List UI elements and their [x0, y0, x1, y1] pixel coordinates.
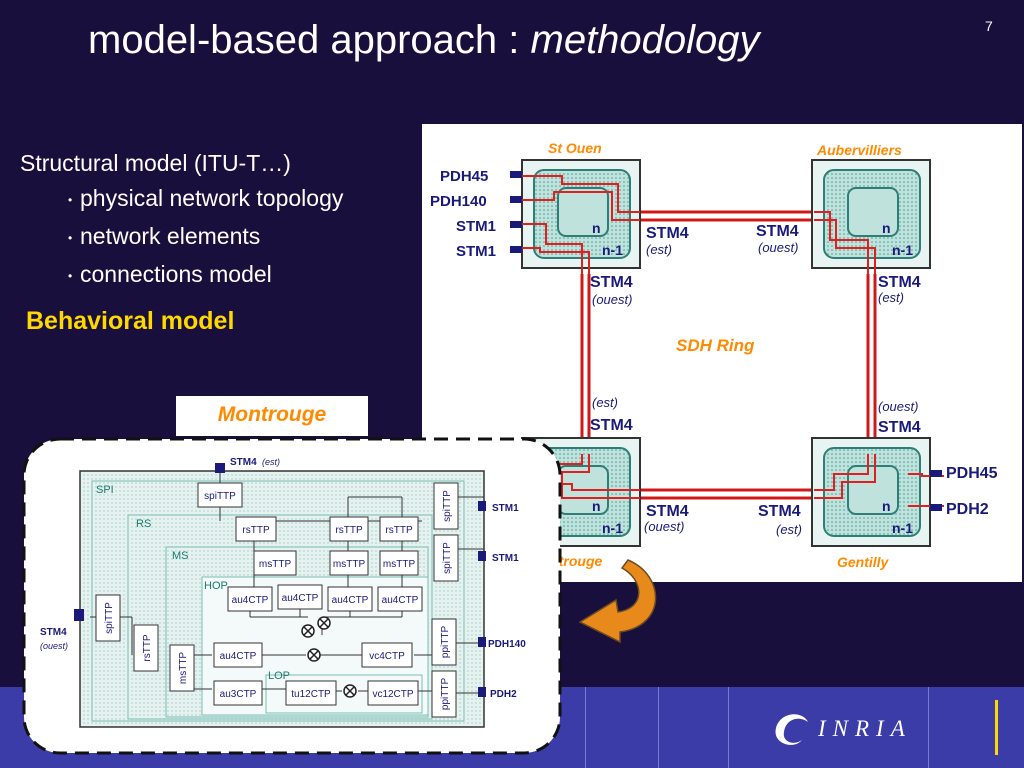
svg-text:STM4: STM4 [230, 457, 257, 468]
behavioral-model-heading: Behavioral model [26, 307, 235, 335]
list-item: •physical network topology [20, 180, 343, 218]
svg-text:(est): (est) [646, 242, 672, 257]
svg-text:au4CTP: au4CTP [332, 595, 369, 606]
svg-text:STM4: STM4 [646, 503, 689, 520]
svg-text:(est): (est) [776, 522, 802, 537]
svg-text:vc4CTP: vc4CTP [369, 651, 405, 662]
svg-text:au4CTP: au4CTP [220, 651, 257, 662]
svg-text:PDH45: PDH45 [440, 168, 488, 185]
svg-text:vc12CTP: vc12CTP [372, 689, 413, 700]
structural-heading: Structural model (ITU-T…) [20, 150, 291, 176]
svg-text:(est): (est) [878, 290, 904, 305]
svg-text:spiTTP: spiTTP [442, 542, 453, 574]
slide-number: 7 [985, 18, 993, 34]
svg-text:spiTTP: spiTTP [442, 490, 453, 522]
svg-text:tu12CTP: tu12CTP [291, 689, 331, 700]
svg-text:PDH45: PDH45 [946, 465, 998, 482]
svg-text:n: n [592, 220, 601, 236]
svg-text:au4CTP: au4CTP [282, 593, 319, 604]
zoom-arrow-icon [578, 559, 657, 644]
svg-text:STM1: STM1 [456, 243, 496, 260]
svg-text:(ouest): (ouest) [878, 399, 918, 414]
svg-text:PDH2: PDH2 [946, 501, 989, 518]
svg-text:(ouest): (ouest) [758, 240, 798, 255]
svg-text:SPI: SPI [96, 484, 114, 496]
svg-text:rsTTP: rsTTP [385, 525, 413, 536]
footer-divider [928, 687, 929, 768]
svg-text:n-1: n-1 [892, 242, 913, 258]
bullet-icon: • [68, 192, 73, 207]
svg-text:PDH140: PDH140 [488, 639, 526, 650]
svg-text:rsTTP: rsTTP [242, 525, 270, 536]
svg-text:msTTP: msTTP [333, 559, 366, 570]
svg-text:n: n [882, 220, 891, 236]
network-element-detail: SPI RS MS HOP LOP [22, 437, 562, 755]
node-aubervilliers: n n-1 [811, 159, 931, 269]
svg-text:STM4: STM4 [758, 503, 801, 520]
svg-text:(ouest): (ouest) [40, 641, 68, 651]
svg-text:(ouest): (ouest) [644, 519, 684, 534]
svg-text:n-1: n-1 [892, 520, 913, 536]
structural-model-list: Structural model (ITU-T…) •physical netw… [20, 146, 343, 294]
svg-text:au4CTP: au4CTP [382, 595, 419, 606]
footer-divider [585, 687, 586, 768]
svg-text:STM1: STM1 [456, 218, 496, 235]
svg-text:spiTTP: spiTTP [104, 602, 115, 634]
svg-text:(ouest): (ouest) [592, 292, 632, 307]
svg-text:STM4: STM4 [590, 417, 633, 434]
inria-logo-text: INRIA [818, 716, 912, 741]
node-st-ouen: n n-1 [521, 159, 641, 269]
svg-text:n-1: n-1 [602, 242, 623, 258]
slide-title: model-based approach : methodology [88, 18, 760, 62]
montrouge-label-box [176, 396, 368, 436]
list-item: •connections model [20, 256, 343, 294]
svg-text:n: n [592, 498, 601, 514]
footer-divider [658, 687, 659, 768]
svg-text:n-1: n-1 [602, 520, 623, 536]
inria-logo-icon [775, 714, 808, 745]
svg-text:STM1: STM1 [492, 553, 519, 564]
svg-text:HOP: HOP [204, 580, 228, 592]
svg-text:msTTP: msTTP [383, 559, 416, 570]
site-label-aubervilliers: Aubervilliers [816, 142, 902, 158]
svg-text:rsTTP: rsTTP [335, 525, 363, 536]
svg-text:(est): (est) [592, 395, 618, 410]
svg-text:ppiTTP: ppiTTP [440, 626, 451, 659]
svg-text:au4CTP: au4CTP [232, 595, 269, 606]
svg-text:n: n [882, 498, 891, 514]
svg-text:STM4: STM4 [646, 225, 689, 242]
svg-text:STM4: STM4 [878, 274, 921, 291]
list-item: •network elements [20, 218, 343, 256]
svg-text:PDH2: PDH2 [490, 689, 517, 700]
svg-text:STM4: STM4 [590, 274, 633, 291]
site-label-st-ouen: St Ouen [548, 140, 602, 156]
bullet-icon: • [68, 268, 73, 283]
footer-accent [995, 700, 998, 755]
ring-label: SDH Ring [676, 336, 755, 355]
svg-text:ppiTTP: ppiTTP [440, 678, 451, 711]
node-gentilly: n n-1 [811, 437, 931, 547]
svg-text:MS: MS [172, 550, 189, 562]
svg-text:LOP: LOP [268, 670, 290, 682]
svg-text:PDH140: PDH140 [430, 193, 487, 210]
svg-text:STM4: STM4 [878, 419, 921, 436]
footer-divider [728, 687, 729, 768]
svg-text:msTTP: msTTP [178, 652, 189, 685]
svg-text:(est): (est) [262, 457, 280, 467]
svg-text:au3CTP: au3CTP [220, 689, 257, 700]
svg-text:msTTP: msTTP [259, 559, 292, 570]
svg-text:RS: RS [136, 518, 151, 530]
svg-text:STM4: STM4 [40, 627, 67, 638]
svg-text:rsTTP: rsTTP [142, 634, 153, 662]
bullet-icon: • [68, 230, 73, 245]
montrouge-label: Montrouge [217, 403, 327, 426]
svg-text:spiTTP: spiTTP [204, 491, 236, 502]
svg-text:STM4: STM4 [756, 223, 799, 240]
site-label-gentilly: Gentilly [837, 554, 890, 570]
svg-text:STM1: STM1 [492, 503, 519, 514]
